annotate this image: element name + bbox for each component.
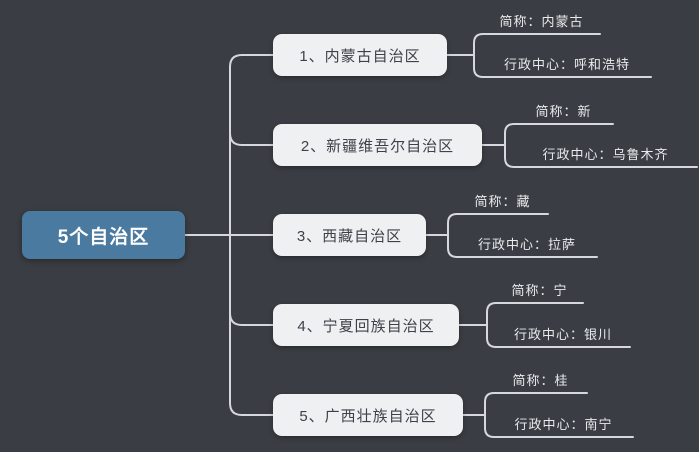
branch4-child-bracket <box>486 302 631 348</box>
root-topic[interactable]: 5个自治区 <box>22 211 185 259</box>
leaf-capital-xizang[interactable]: 行政中心：拉萨 <box>477 237 576 252</box>
leaf-abbreviation-guangxi[interactable]: 简称：桂 <box>512 373 569 388</box>
branch5-child-bracket <box>484 392 634 438</box>
leaf-capital-guangxi[interactable]: 行政中心：南宁 <box>514 417 613 432</box>
connector-trunk <box>229 54 274 416</box>
connector-branch2 <box>229 132 274 146</box>
leaf-abbreviation-xizang[interactable]: 简称：藏 <box>474 194 531 209</box>
branch-topic-guangxi[interactable]: 5、广西壮族自治区 <box>273 394 463 436</box>
branch1-child-bracket <box>473 33 652 78</box>
leaf-capital-neimenggu[interactable]: 行政中心：呼和浩特 <box>503 57 630 72</box>
branch3-child-bracket <box>447 213 598 258</box>
branch2-child-bracket <box>504 123 698 168</box>
leaf-capital-ningxia[interactable]: 行政中心：银川 <box>513 327 612 342</box>
branch-topic-ningxia[interactable]: 4、宁夏回族自治区 <box>273 304 459 346</box>
leaf-abbreviation-neimenggu[interactable]: 简称：内蒙古 <box>499 14 584 29</box>
branch-topic-xizang[interactable]: 3、西藏自治区 <box>273 214 426 256</box>
connector-branch4 <box>229 312 274 326</box>
branch-topic-xinjiang[interactable]: 2、新疆维吾尔自治区 <box>273 124 482 166</box>
leaf-abbreviation-ningxia[interactable]: 简称：宁 <box>511 283 568 298</box>
leaf-capital-xinjiang[interactable]: 行政中心：乌鲁木齐 <box>542 147 669 162</box>
branch-topic-neimenggu[interactable]: 1、内蒙古自治区 <box>273 34 447 76</box>
leaf-abbreviation-xinjiang[interactable]: 简称：新 <box>535 104 592 119</box>
